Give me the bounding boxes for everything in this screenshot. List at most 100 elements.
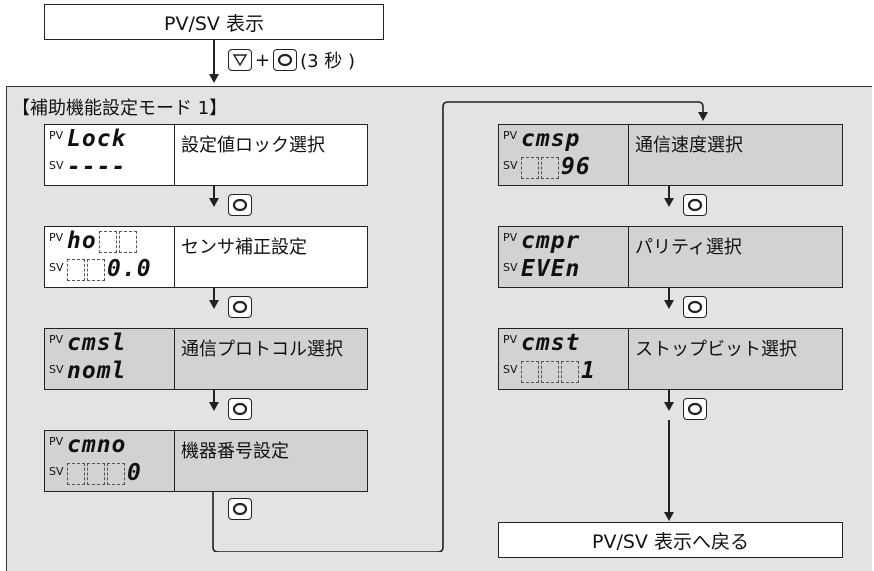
hold-time-label: (3 秒 ): [300, 51, 356, 72]
sv-tag: SV: [503, 363, 518, 376]
pv-code: ho: [67, 228, 97, 254]
column-connector: [212, 101, 708, 552]
blank-digit: [87, 463, 105, 485]
pv-code: Lock: [67, 126, 127, 152]
mode-key-icon: [228, 296, 252, 318]
display-panel: PV SV Lock ----: [45, 125, 175, 185]
sv-tag: SV: [503, 159, 518, 172]
flow-arrow-line: [668, 186, 670, 200]
pv-code: cmsp: [521, 126, 581, 152]
flow-arrow-line: [213, 40, 215, 76]
blank-digit: [561, 361, 579, 383]
pv-sv-display-box: PV/SV 表示: [44, 4, 384, 40]
mode-key-icon: [273, 49, 298, 71]
blank-digit: [521, 157, 539, 179]
step-sensor-correction: PV SV ho 0.0 センサ補正設定: [44, 226, 368, 288]
mode-key-icon: [683, 398, 707, 420]
blank-digit: [107, 463, 125, 485]
flow-arrow-line: [668, 390, 670, 404]
sv-tag: SV: [49, 465, 64, 478]
return-to-pv-sv-box: PV/SV 表示へ戻る: [498, 522, 843, 558]
sv-code: 0: [127, 460, 142, 486]
blank-digit: [541, 157, 559, 179]
sv-readout: 96: [521, 154, 591, 180]
flow-arrowhead: [209, 402, 219, 411]
pv-tag: PV: [503, 129, 518, 142]
step-stop-bit: PV SV cmst 1 ストップビット選択: [498, 328, 843, 390]
display-panel: PV SV cmsp 96: [499, 125, 629, 185]
display-panel: PV SV cmpr EVEn: [499, 227, 629, 287]
pv-code: cmst: [521, 330, 581, 356]
return-label: PV/SV 表示へ戻る: [592, 530, 749, 553]
pv-readout: cmsp: [521, 126, 581, 152]
step-device-number: PV SV cmno 0 機器番号設定: [44, 430, 368, 492]
blank-digit: [67, 463, 85, 485]
display-panel: PV SV cmno 0: [45, 431, 175, 491]
mode-key-icon: [228, 398, 252, 420]
step-label: センサ補正設定: [181, 237, 307, 258]
sv-tag: SV: [49, 261, 64, 274]
sv-code: 96: [561, 154, 591, 180]
blank-digit: [541, 361, 559, 383]
down-triangle-key-icon: [228, 49, 252, 71]
pv-tag: PV: [49, 129, 64, 142]
flow-arrowhead: [664, 512, 674, 521]
blank-digit: [521, 361, 539, 383]
sv-readout: ----: [67, 154, 127, 180]
sv-readout: 0: [67, 460, 142, 486]
flow-arrowhead: [209, 198, 219, 207]
step-parity: PV SV cmpr EVEn パリティ選択: [498, 226, 843, 288]
step-label: 設定値ロック選択: [181, 135, 325, 156]
flow-arrow-line: [213, 186, 215, 200]
flow-arrowhead: [209, 300, 219, 309]
pv-readout: cmst: [521, 330, 581, 356]
pv-tag: PV: [503, 333, 518, 346]
flow-arrow-line: [668, 420, 670, 514]
step-comm-protocol: PV SV cmsl noml 通信プロトコル選択: [44, 328, 368, 390]
mode-key-icon: [683, 296, 707, 318]
step-setting-lock: PV SV Lock ---- 設定値ロック選択: [44, 124, 368, 186]
sv-tag: SV: [49, 159, 64, 172]
flow-arrow-line: [213, 390, 215, 404]
step-label: ストップビット選択: [635, 339, 797, 360]
mode-key-icon: [683, 194, 707, 216]
flow-arrow-line: [668, 288, 670, 302]
mode-key-icon: [228, 194, 252, 216]
step-label: パリティ選択: [635, 237, 742, 258]
pv-code: cmno: [67, 432, 127, 458]
sv-code: 0.0: [107, 256, 152, 282]
pv-tag: PV: [49, 231, 64, 244]
flow-arrow-line: [213, 288, 215, 302]
sv-readout: EVEn: [521, 256, 581, 282]
sv-code: noml: [67, 358, 127, 384]
sv-code: ----: [67, 154, 127, 180]
pv-readout: ho: [67, 228, 137, 254]
mode-title: 【補助機能設定モード 1】: [12, 98, 228, 119]
sv-readout: noml: [67, 358, 127, 384]
sv-code: 1: [581, 358, 596, 384]
sv-tag: SV: [49, 363, 64, 376]
step-comm-speed: PV SV cmsp 96 通信速度選択: [498, 124, 843, 186]
flow-arrowhead: [664, 300, 674, 309]
pv-tag: PV: [49, 435, 64, 448]
key-operation: + (3 秒 ): [228, 46, 355, 74]
blank-digit: [67, 259, 85, 281]
pv-readout: Lock: [67, 126, 127, 152]
sv-tag: SV: [503, 261, 518, 274]
pv-code: cmsl: [67, 330, 127, 356]
pv-sv-display-label: PV/SV 表示: [164, 12, 264, 35]
display-panel: PV SV ho 0.0: [45, 227, 175, 287]
flow-arrowhead: [664, 198, 674, 207]
sv-readout: 1: [521, 358, 596, 384]
flow-arrowhead: [209, 74, 219, 83]
display-panel: PV SV cmst 1: [499, 329, 629, 389]
sv-code: EVEn: [521, 256, 581, 282]
pv-readout: cmno: [67, 432, 127, 458]
step-label: 通信プロトコル選択: [181, 339, 343, 360]
pv-tag: PV: [503, 231, 518, 244]
blank-digit: [87, 259, 105, 281]
blank-digit: [98, 231, 117, 253]
display-panel: PV SV cmsl noml: [45, 329, 175, 389]
pv-code: cmpr: [521, 228, 581, 254]
step-label: 通信速度選択: [635, 135, 743, 156]
